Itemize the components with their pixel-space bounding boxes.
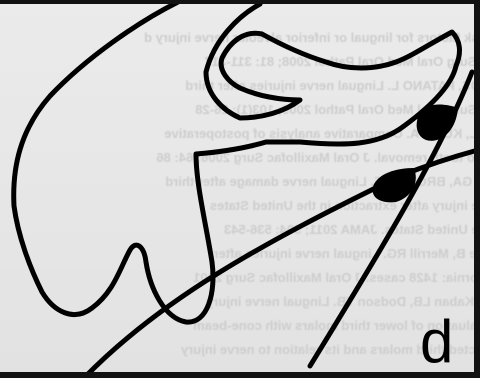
panel-label: d bbox=[420, 312, 453, 372]
frame-edge-bottom bbox=[0, 372, 480, 378]
upper-wedge-marker bbox=[417, 105, 458, 141]
tooth-outline bbox=[14, 2, 460, 322]
frame-edge-right bbox=[474, 0, 480, 378]
frame-edge-top bbox=[0, 0, 480, 4]
